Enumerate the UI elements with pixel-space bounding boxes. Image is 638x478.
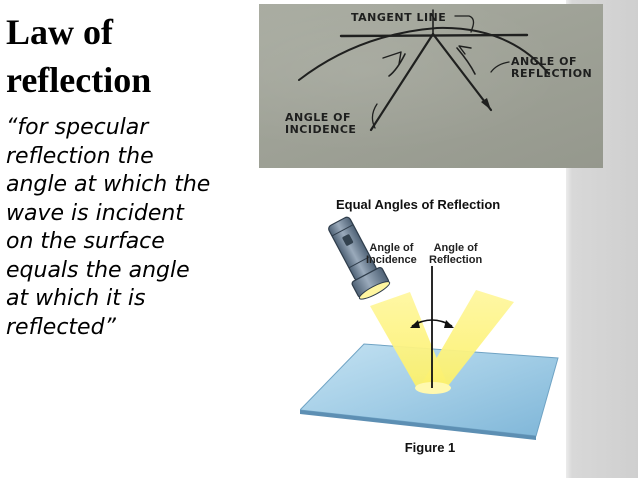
quote-line: equals the angle: [6, 257, 190, 283]
quote-line: at which it is: [6, 286, 146, 311]
sketch-drawing: [298, 9, 550, 132]
quote-line: on the surface: [6, 229, 165, 254]
sketch-incidence-label: ANGLE OF INCIDENCE: [285, 112, 356, 136]
incident-beam: [370, 292, 448, 390]
reflection-angle-arc: [456, 47, 476, 75]
angle-arc-left-arrowhead: [410, 320, 420, 328]
incident-ray: [369, 32, 435, 132]
figure-incidence-label: Angle of Incidence: [366, 242, 417, 266]
flashlight-icon: [328, 216, 391, 300]
reflection-figure-drawing: [300, 216, 559, 440]
incidence-angle-arc: [388, 53, 406, 77]
incidence-arrowhead: [382, 51, 402, 65]
beam-spot: [415, 382, 451, 394]
figure-caption: Figure 1: [404, 440, 456, 455]
figure-reflection-label-line: Angle of: [433, 242, 478, 254]
sketch-reflection-label-line: ANGLE OF: [511, 55, 577, 68]
sketch-reflection-label: ANGLE OF REFLECTION: [511, 56, 592, 80]
figure-reflection-label: Angle of Reflection: [429, 242, 482, 266]
reflected-beam: [418, 290, 514, 390]
sketch-incidence-label-line: ANGLE OF: [285, 111, 351, 124]
definition-quote: “for specular reflection the angle at wh…: [6, 114, 286, 342]
slide-title: Law of reflection: [6, 8, 246, 104]
figure-title: Equal Angles of Reflection: [336, 197, 501, 212]
reflected-ray: [431, 32, 493, 112]
figure-incidence-label-line: Incidence: [366, 254, 417, 266]
incidence-pointer: [371, 103, 378, 129]
reflection-pointer: [490, 61, 510, 73]
quote-line: wave is incident: [6, 200, 184, 226]
angle-arc-right-arrowhead: [444, 320, 454, 328]
sketch-reflection-label-line: REFLECTION: [511, 67, 593, 80]
title-line-1: Law of: [6, 12, 113, 52]
quote-line: reflection the: [6, 143, 154, 169]
tangent-line-sketch: TANGENT LINE ANGLE OF REFLECTION ANGLE O…: [259, 4, 603, 168]
quote-line: “for specular: [6, 115, 149, 140]
mirror-edge: [300, 410, 536, 440]
figure-reflection-label-line: Reflection: [429, 254, 483, 266]
curved-surface: [298, 26, 550, 81]
sketch-incidence-label-line: INCIDENCE: [285, 123, 357, 136]
quote-line: angle at which the: [6, 172, 211, 197]
tangent-line-label: TANGENT LINE: [351, 11, 447, 24]
figure-incidence-label-line: Angle of: [369, 242, 414, 254]
quote-line: reflected”: [6, 314, 116, 340]
reflected-ray-arrowhead: [481, 98, 491, 110]
title-line-2: reflection: [6, 60, 152, 100]
tangent-pointer: [454, 15, 475, 33]
reflection-arrowhead: [458, 45, 472, 55]
